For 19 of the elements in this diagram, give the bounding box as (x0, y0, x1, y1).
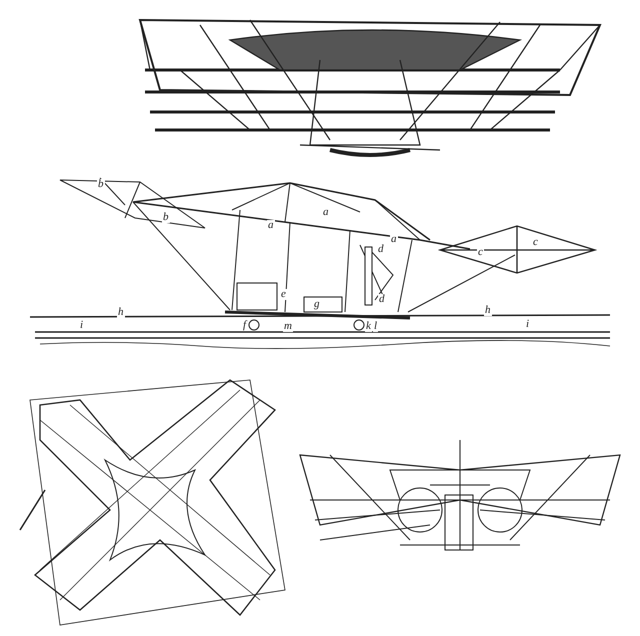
part-letter: d (378, 294, 386, 305)
part-letter: d (377, 244, 384, 255)
part-letter: b (162, 212, 170, 223)
part-letter: a (390, 234, 398, 245)
part-letter: l (373, 321, 378, 332)
part-letter: c (477, 247, 484, 258)
part-letter: e (280, 289, 287, 300)
part-letter: f (242, 320, 248, 331)
part-letter: i (79, 320, 84, 331)
part-letter: a (267, 220, 274, 231)
part-letter: c (532, 237, 539, 248)
part-letter: k (365, 321, 372, 332)
part-letter: h (117, 307, 124, 318)
part-letter: m (283, 321, 293, 332)
part-letter: h (484, 305, 492, 316)
part-letter: b (97, 179, 104, 190)
part-letter: g (313, 299, 320, 310)
part-letter: i (525, 319, 530, 330)
part-letter: a (322, 207, 330, 218)
